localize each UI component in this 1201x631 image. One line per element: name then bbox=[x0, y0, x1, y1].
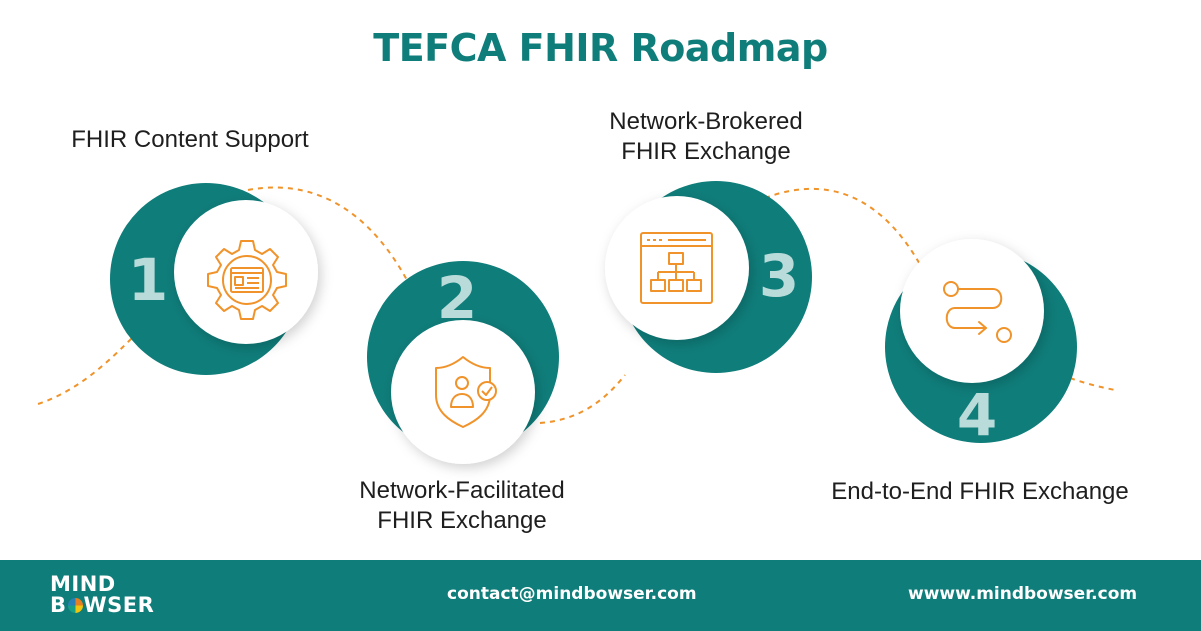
step-2-label-line2: FHIR Exchange bbox=[377, 507, 547, 534]
logo-line2: B WSER bbox=[50, 595, 154, 616]
step-2-label-line1: Network-Facilitated bbox=[359, 477, 565, 504]
step-1: 1 bbox=[110, 183, 318, 375]
contact-email-link[interactable]: contact@mindbowser.com bbox=[447, 584, 697, 604]
step-3-label: Network-Brokered FHIR Exchange bbox=[556, 107, 856, 167]
shield-user-check-icon bbox=[435, 356, 497, 428]
step-4-white-circle bbox=[900, 239, 1044, 383]
step-2-number: 2 bbox=[437, 264, 477, 332]
step-3-number: 3 bbox=[759, 242, 799, 310]
logo-circle-icon bbox=[67, 598, 83, 613]
step-3-label-line1: Network-Brokered bbox=[609, 108, 803, 135]
logo-letters-wser: WSER bbox=[83, 593, 155, 617]
browser-sitemap-icon bbox=[640, 232, 713, 304]
mindbowser-logo[interactable]: MIND B WSER bbox=[50, 574, 154, 616]
route-path-icon bbox=[943, 281, 1012, 343]
step-2-label: Network-Facilitated FHIR Exchange bbox=[312, 476, 612, 536]
footer-bar: MIND B WSER contact@mindbowser.com wwww.m… bbox=[0, 560, 1201, 631]
step-4-label: End-to-End FHIR Exchange bbox=[831, 478, 1129, 505]
logo-line1: MIND bbox=[50, 572, 116, 596]
step-3: 3 bbox=[605, 181, 812, 373]
step-1-label: FHIR Content Support bbox=[71, 126, 309, 153]
step-4: 4 bbox=[885, 239, 1077, 449]
roadmap-diagram: 1 2 3 bbox=[37, 181, 1116, 464]
page-title: TEFCA FHIR Roadmap bbox=[373, 26, 828, 70]
step-1-number: 1 bbox=[128, 246, 168, 314]
step-2-white-circle bbox=[391, 320, 535, 464]
logo-letter-b: B bbox=[50, 593, 67, 617]
step-2: 2 bbox=[367, 261, 559, 464]
website-link[interactable]: wwww.mindbowser.com bbox=[908, 584, 1138, 604]
step-4-number: 4 bbox=[957, 381, 997, 449]
gear-settings-icon bbox=[207, 240, 287, 320]
roadmap-dashed-path bbox=[37, 186, 1116, 424]
step-3-label-line2: FHIR Exchange bbox=[621, 138, 791, 165]
